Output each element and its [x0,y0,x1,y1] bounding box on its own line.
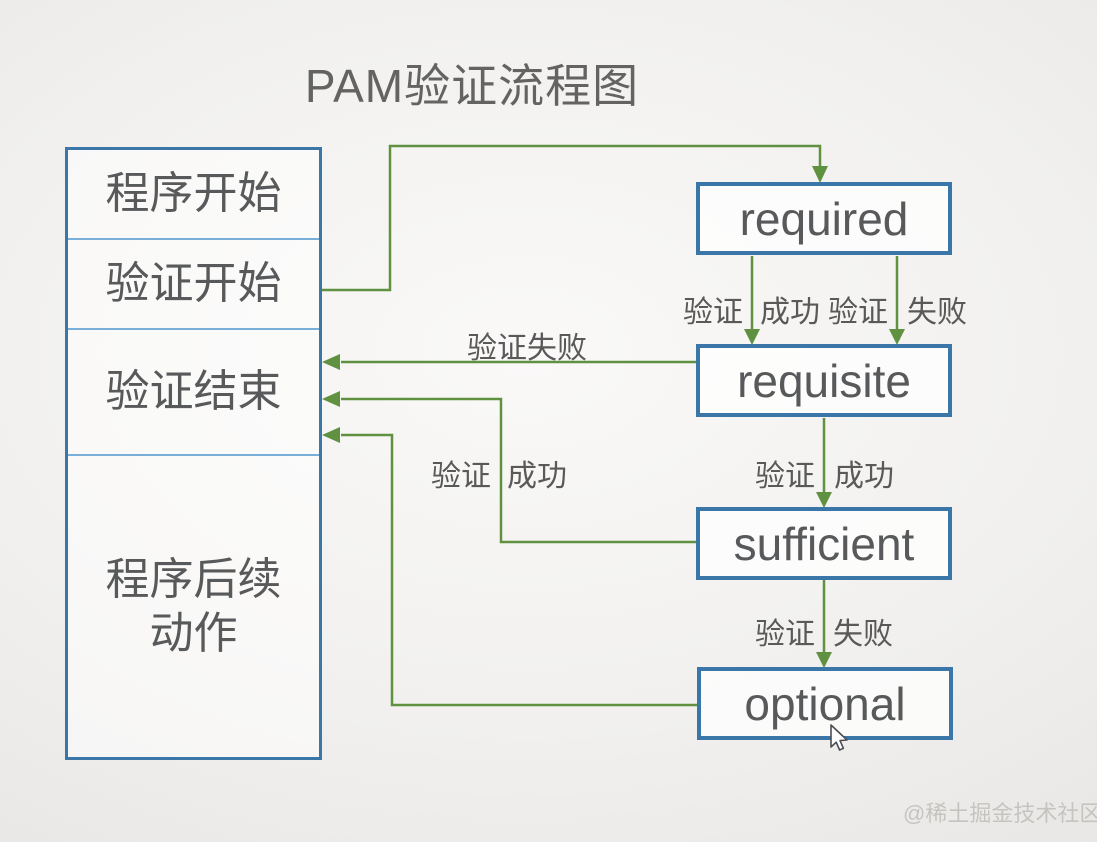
arrowhead-requisite-to-end [322,354,340,370]
arrowhead-optional-to-end [322,427,340,443]
node-requisite-label: requisite [737,354,911,407]
section-program-follow-up: 程序后续 动作 [68,454,319,757]
section-label-auth-start: 验证开始 [105,259,282,309]
label-required-success-right: 成功 [760,296,820,329]
node-required: required [696,182,952,255]
node-sufficient-label: sufficient [733,517,915,570]
section-label-program-follow-up: 程序后续 动作 [105,554,282,658]
diagram-title: PAM验证流程图 [304,60,640,112]
label-sufficient-success-right: 成功 [507,460,567,493]
node-required-label: required [739,192,909,245]
section-label-program-start: 程序开始 [105,169,282,219]
label-requisite-fail-to-end: 验证失败 [467,332,587,365]
watermark: @稀土掘金技术社区 [903,801,1097,826]
mouse-cursor-icon [830,724,848,751]
node-requisite: requisite [696,344,952,417]
label-sufficient-success-left: 验证 [431,460,491,493]
section-auth-start: 验证开始 [68,238,319,328]
arrowhead-optional-top [816,652,832,668]
section-program-start: 程序开始 [68,150,319,238]
arrowhead-sufficient-top [816,492,832,508]
arrowhead-required-success [744,329,760,345]
label-sufficient-fail-right: 失败 [833,618,893,651]
section-label-auth-end: 验证结束 [105,367,282,417]
node-optional-label: optional [744,677,906,730]
label-required-fail-left: 验证 [828,296,888,329]
arrowhead-required-fail [889,329,905,345]
label-required-fail-right: 失败 [907,296,967,329]
label-requisite-success-right: 成功 [834,460,894,493]
label-requisite-success-left: 验证 [755,460,815,493]
node-sufficient: sufficient [696,507,952,580]
arrowhead-sufficient-to-end [322,391,340,407]
label-sufficient-fail-left: 验证 [755,618,815,651]
node-optional: optional [697,667,953,740]
arrowhead-required-top [812,166,828,183]
section-auth-end: 验证结束 [68,328,319,454]
label-required-success-left: 验证 [683,296,743,329]
program-flow-box: 程序开始 验证开始 验证结束 程序后续 动作 [65,147,322,760]
